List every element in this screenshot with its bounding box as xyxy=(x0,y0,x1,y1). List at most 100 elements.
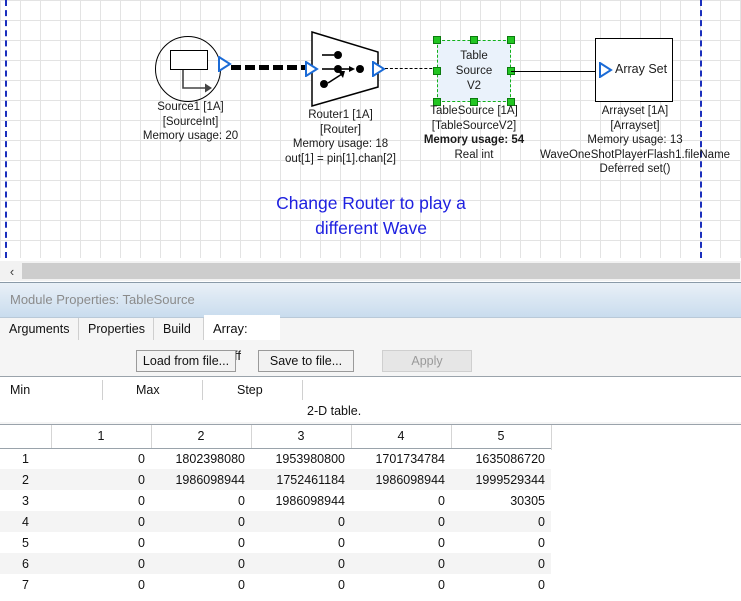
table-cell-r4-c3[interactable]: 0 xyxy=(251,511,351,532)
table-cell-r2-c2[interactable]: 1986098944 xyxy=(151,469,251,490)
tab-properties[interactable]: Properties xyxy=(79,318,154,340)
table-cell-r1-c1[interactable]: 0 xyxy=(51,448,151,469)
table-row[interactable]: 400000 xyxy=(0,511,551,532)
table-row[interactable]: 2019860989441752461184198609894419995293… xyxy=(0,469,551,490)
table-cell-r7-c2[interactable]: 0 xyxy=(151,574,251,595)
table-cell-r3-c1[interactable]: 0 xyxy=(51,490,151,511)
table-cell-r6-c5[interactable]: 0 xyxy=(451,553,551,574)
table-col-header-2[interactable]: 2 xyxy=(151,425,251,448)
load-from-file-button[interactable]: Load from file... xyxy=(136,350,236,372)
save-to-file-button[interactable]: Save to file... xyxy=(258,350,354,372)
caption-arrayset-line-1: Arrayset [1A] xyxy=(540,104,730,119)
apply-button[interactable]: Apply xyxy=(382,350,472,372)
table-cell-r6-c3[interactable]: 0 xyxy=(251,553,351,574)
table-cell-r7-c4[interactable]: 0 xyxy=(351,574,451,595)
table-col-header-4[interactable]: 4 xyxy=(351,425,451,448)
table-cell-r7-c5[interactable]: 0 xyxy=(451,574,551,595)
block-router1[interactable] xyxy=(306,30,386,108)
table-row[interactable]: 600000 xyxy=(0,553,551,574)
table-cell-r6-c1[interactable]: 0 xyxy=(51,553,151,574)
table-row-header[interactable]: 3 xyxy=(0,490,51,511)
table-cell-r3-c2[interactable]: 0 xyxy=(151,490,251,511)
selection-handle-middle-left[interactable] xyxy=(433,67,441,75)
table-cell-r5-c1[interactable]: 0 xyxy=(51,532,151,553)
selection-handle-top-left[interactable] xyxy=(433,36,441,44)
table-cell-r1-c5[interactable]: 1635086720 xyxy=(451,448,551,469)
table-row-header[interactable]: 2 xyxy=(0,469,51,490)
coefficient-table[interactable]: 1 2 3 4 5 101802398080195398080017017347… xyxy=(0,425,552,595)
table-cell-r7-c1[interactable]: 0 xyxy=(51,574,151,595)
table-cell-r7-c3[interactable]: 0 xyxy=(251,574,351,595)
source1-output-port-icon[interactable] xyxy=(218,56,232,72)
table-cell-r1-c3[interactable]: 1953980800 xyxy=(251,448,351,469)
table-col-header-5[interactable]: 5 xyxy=(451,425,551,448)
table-cell-r5-c3[interactable]: 0 xyxy=(251,532,351,553)
caption-router1-line-1: Router1 [1A] xyxy=(268,108,413,123)
table-cell-r4-c1[interactable]: 0 xyxy=(51,511,151,532)
table-note-row: 2-D table. xyxy=(0,402,741,422)
block-source1[interactable] xyxy=(155,36,225,104)
range-divider-2 xyxy=(202,380,203,400)
table-cell-r3-c3[interactable]: 1986098944 xyxy=(251,490,351,511)
table-cell-r1-c2[interactable]: 1802398080 xyxy=(151,448,251,469)
table-cell-r1-c4[interactable]: 1701734784 xyxy=(351,448,451,469)
table-row-header[interactable]: 1 xyxy=(0,448,51,469)
table-row-header[interactable]: 7 xyxy=(0,574,51,595)
selection-handle-top-right[interactable] xyxy=(507,36,515,44)
table-cell-r2-c1[interactable]: 0 xyxy=(51,469,151,490)
table-row[interactable]: 500000 xyxy=(0,532,551,553)
table-row[interactable]: 3001986098944030305 xyxy=(0,490,551,511)
router1-input-port-icon[interactable] xyxy=(305,61,319,77)
table-corner-cell xyxy=(0,425,51,448)
caption-source1: Source1 [1A] [SourceInt] Memory usage: 2… xyxy=(118,100,263,144)
table-col-header-1[interactable]: 1 xyxy=(51,425,151,448)
table-cell-r4-c2[interactable]: 0 xyxy=(151,511,251,532)
table-cell-r6-c2[interactable]: 0 xyxy=(151,553,251,574)
table-col-header-3[interactable]: 3 xyxy=(251,425,351,448)
tablesource-label-line-3: V2 xyxy=(437,79,511,94)
min-label: Min xyxy=(10,377,30,403)
table-cell-r3-c4[interactable]: 0 xyxy=(351,490,451,511)
diagram-canvas[interactable]: Table Source V2 Array Set Source1 [1A] [… xyxy=(0,0,741,258)
tab-build[interactable]: Build xyxy=(154,318,204,340)
caption-tablesource-line-2: [TableSourceV2] xyxy=(401,119,547,134)
caption-tablesource-memory-usage: Memory usage: 54 xyxy=(401,133,547,148)
router1-output-port-icon[interactable] xyxy=(372,61,386,77)
table-cell-r5-c5[interactable]: 0 xyxy=(451,532,551,553)
tab-arguments[interactable]: Arguments xyxy=(0,318,79,340)
table-cell-r2-c4[interactable]: 1986098944 xyxy=(351,469,451,490)
panel-tab-strip[interactable]: Arguments Properties Build Array: coeff xyxy=(0,318,741,340)
scroll-left-arrow-icon[interactable]: ‹ xyxy=(2,261,22,281)
scrollbar-thumb[interactable] xyxy=(22,263,740,279)
table-note-text: 2-D table. xyxy=(307,404,361,418)
selection-handle-top-center[interactable] xyxy=(470,36,478,44)
canvas-horizontal-scrollbar[interactable]: ‹ xyxy=(0,261,741,281)
table-cell-r3-c5[interactable]: 30305 xyxy=(451,490,551,511)
coefficient-grid[interactable]: 1 2 3 4 5 101802398080195398080017017347… xyxy=(0,424,741,601)
table-cell-r6-c4[interactable]: 0 xyxy=(351,553,451,574)
table-row-header[interactable]: 5 xyxy=(0,532,51,553)
signal-source-arrow-icon xyxy=(181,70,215,96)
table-cell-r4-c4[interactable]: 0 xyxy=(351,511,451,532)
range-divider-3 xyxy=(302,380,303,400)
caption-source1-line-3: Memory usage: 20 xyxy=(118,129,263,144)
table-cell-r5-c4[interactable]: 0 xyxy=(351,532,451,553)
block-arrayset[interactable]: Array Set xyxy=(595,38,673,102)
canvas-annotation: Change Router to play a different Wave xyxy=(201,191,541,241)
panel-title-bar: Module Properties: TableSource xyxy=(0,283,741,318)
panel-title-text: Module Properties: TableSource xyxy=(10,292,195,307)
table-row-header[interactable]: 4 xyxy=(0,511,51,532)
caption-router1-line-2: [Router] xyxy=(268,123,413,138)
table-cell-r4-c5[interactable]: 0 xyxy=(451,511,551,532)
table-cell-r2-c3[interactable]: 1752461184 xyxy=(251,469,351,490)
table-row[interactable]: 700000 xyxy=(0,574,551,595)
table-cell-r2-c5[interactable]: 1999529344 xyxy=(451,469,551,490)
wire-tablesource-to-arrayset xyxy=(511,71,595,72)
block-tablesource[interactable]: Table Source V2 xyxy=(437,40,511,102)
table-row-header[interactable]: 6 xyxy=(0,553,51,574)
table-row[interactable]: 1018023980801953980800170173478416350867… xyxy=(0,448,551,469)
tab-array-coeff[interactable]: Array: coeff xyxy=(204,315,280,340)
arrayset-input-port-icon[interactable] xyxy=(599,62,613,78)
table-cell-r5-c2[interactable]: 0 xyxy=(151,532,251,553)
range-header-row: Min Max Step xyxy=(0,376,741,403)
